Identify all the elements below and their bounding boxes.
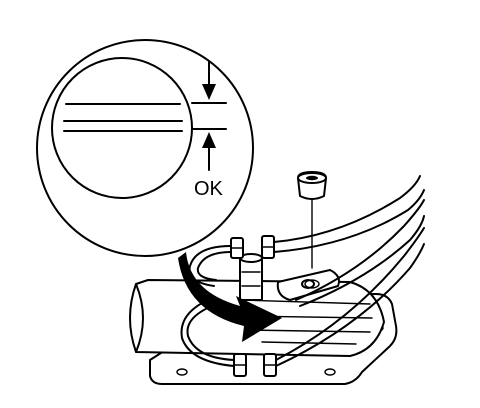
hose-lines bbox=[180, 175, 425, 367]
bleeder-screw bbox=[297, 171, 327, 289]
lower-coupling-right bbox=[263, 353, 277, 377]
body-ridge-4 bbox=[261, 341, 357, 345]
mount-hole-center bbox=[324, 368, 336, 376]
reservoir-assembly bbox=[129, 171, 425, 385]
ok-label: OK bbox=[194, 178, 224, 200]
curved-arrow-icon bbox=[178, 252, 282, 342]
detail-inset: OK bbox=[36, 39, 254, 257]
center-fitting-threads bbox=[241, 271, 261, 287]
down-arrow-icon bbox=[202, 61, 216, 100]
body-ridge-3 bbox=[245, 329, 371, 333]
upper-coupling-right bbox=[261, 235, 275, 259]
upper-coupling-left bbox=[230, 237, 244, 259]
reservoir-end-cap bbox=[135, 283, 144, 353]
center-fitting bbox=[239, 257, 263, 301]
lower-coupling-left bbox=[233, 353, 247, 377]
up-arrow-icon bbox=[202, 132, 216, 171]
inset-inner-circle bbox=[51, 57, 193, 199]
inset-outer-circle bbox=[36, 39, 254, 257]
mount-hole-left bbox=[176, 368, 188, 376]
